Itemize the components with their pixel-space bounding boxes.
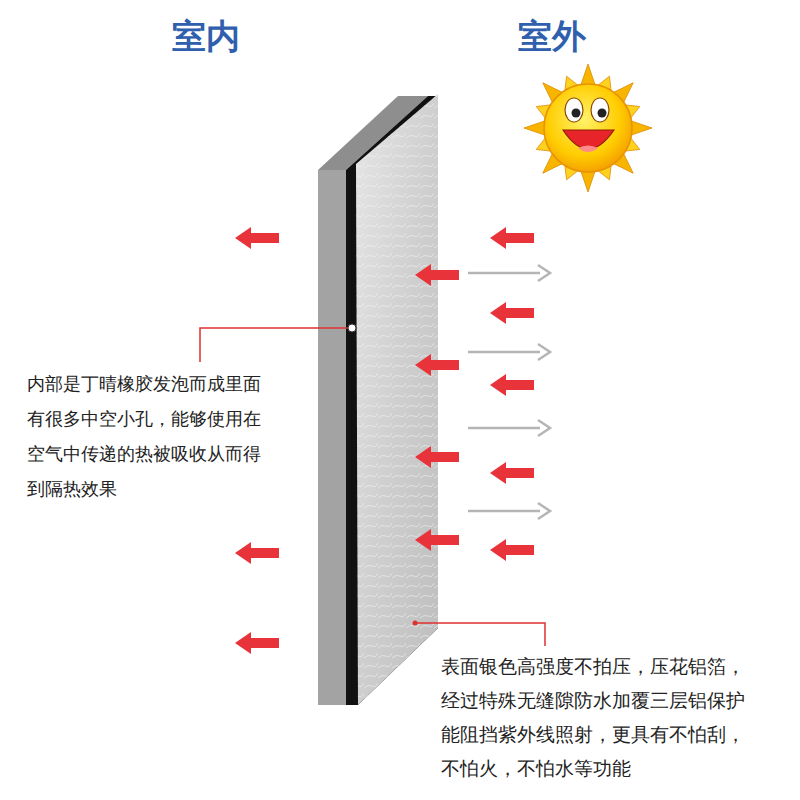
sun-ray <box>524 121 545 135</box>
heat-arrow <box>415 529 459 551</box>
callout-note: 内部是丁晴橡胶发泡而成里面 有很多中空小孔，能够使用在 空气中传递的热被吸收从而… <box>27 366 268 506</box>
leader-dot <box>348 324 356 332</box>
reflect-shaft <box>468 351 540 354</box>
heat-arrow <box>235 542 279 564</box>
reflect-shaft <box>468 272 540 275</box>
sun-pupil <box>572 109 581 118</box>
sun-tongue <box>578 146 598 153</box>
reflect-arrow <box>468 503 550 519</box>
reflect-arrow <box>468 420 550 436</box>
heat-arrow <box>415 264 459 286</box>
reflect-head <box>538 503 550 519</box>
sun-ray <box>581 64 595 85</box>
leader-line <box>200 328 352 362</box>
sun-eye <box>565 98 583 122</box>
heat-arrow <box>415 354 459 376</box>
reflect-shaft <box>468 427 540 430</box>
heat-arrow <box>235 227 279 249</box>
reflect-arrow <box>468 265 550 281</box>
heat-arrow <box>490 302 534 324</box>
reflect-shaft <box>468 510 540 513</box>
heat-arrow <box>490 539 534 561</box>
callout-note: 表面银色高强度不拍压，压花铝箔， 经过特殊无缝隙防水加覆三层铝保护 能阻挡紫外线… <box>441 649 753 785</box>
heat-arrow <box>235 632 279 654</box>
heat-arrow <box>415 446 459 468</box>
sun-ray <box>631 121 652 135</box>
side-heading: 室外 <box>518 16 586 57</box>
heat-arrow <box>490 462 534 484</box>
foil-face <box>356 94 438 705</box>
sun-rays <box>524 64 652 192</box>
sun-eye <box>591 98 609 122</box>
reflect-head <box>538 344 550 360</box>
reflect-head <box>538 265 550 281</box>
heat-arrows <box>235 227 550 654</box>
sun <box>544 84 632 172</box>
sun-ray <box>581 171 595 192</box>
leader-line <box>415 623 545 646</box>
foil-texture <box>356 94 438 705</box>
reflect-arrow <box>468 344 550 360</box>
reflect-head <box>538 420 550 436</box>
sun-pupil <box>598 109 607 118</box>
heat-arrow <box>490 227 534 249</box>
side-heading: 室内 <box>172 16 240 57</box>
heat-arrow <box>490 374 534 396</box>
leader-dot <box>413 621 418 626</box>
foam-layer <box>318 170 346 705</box>
